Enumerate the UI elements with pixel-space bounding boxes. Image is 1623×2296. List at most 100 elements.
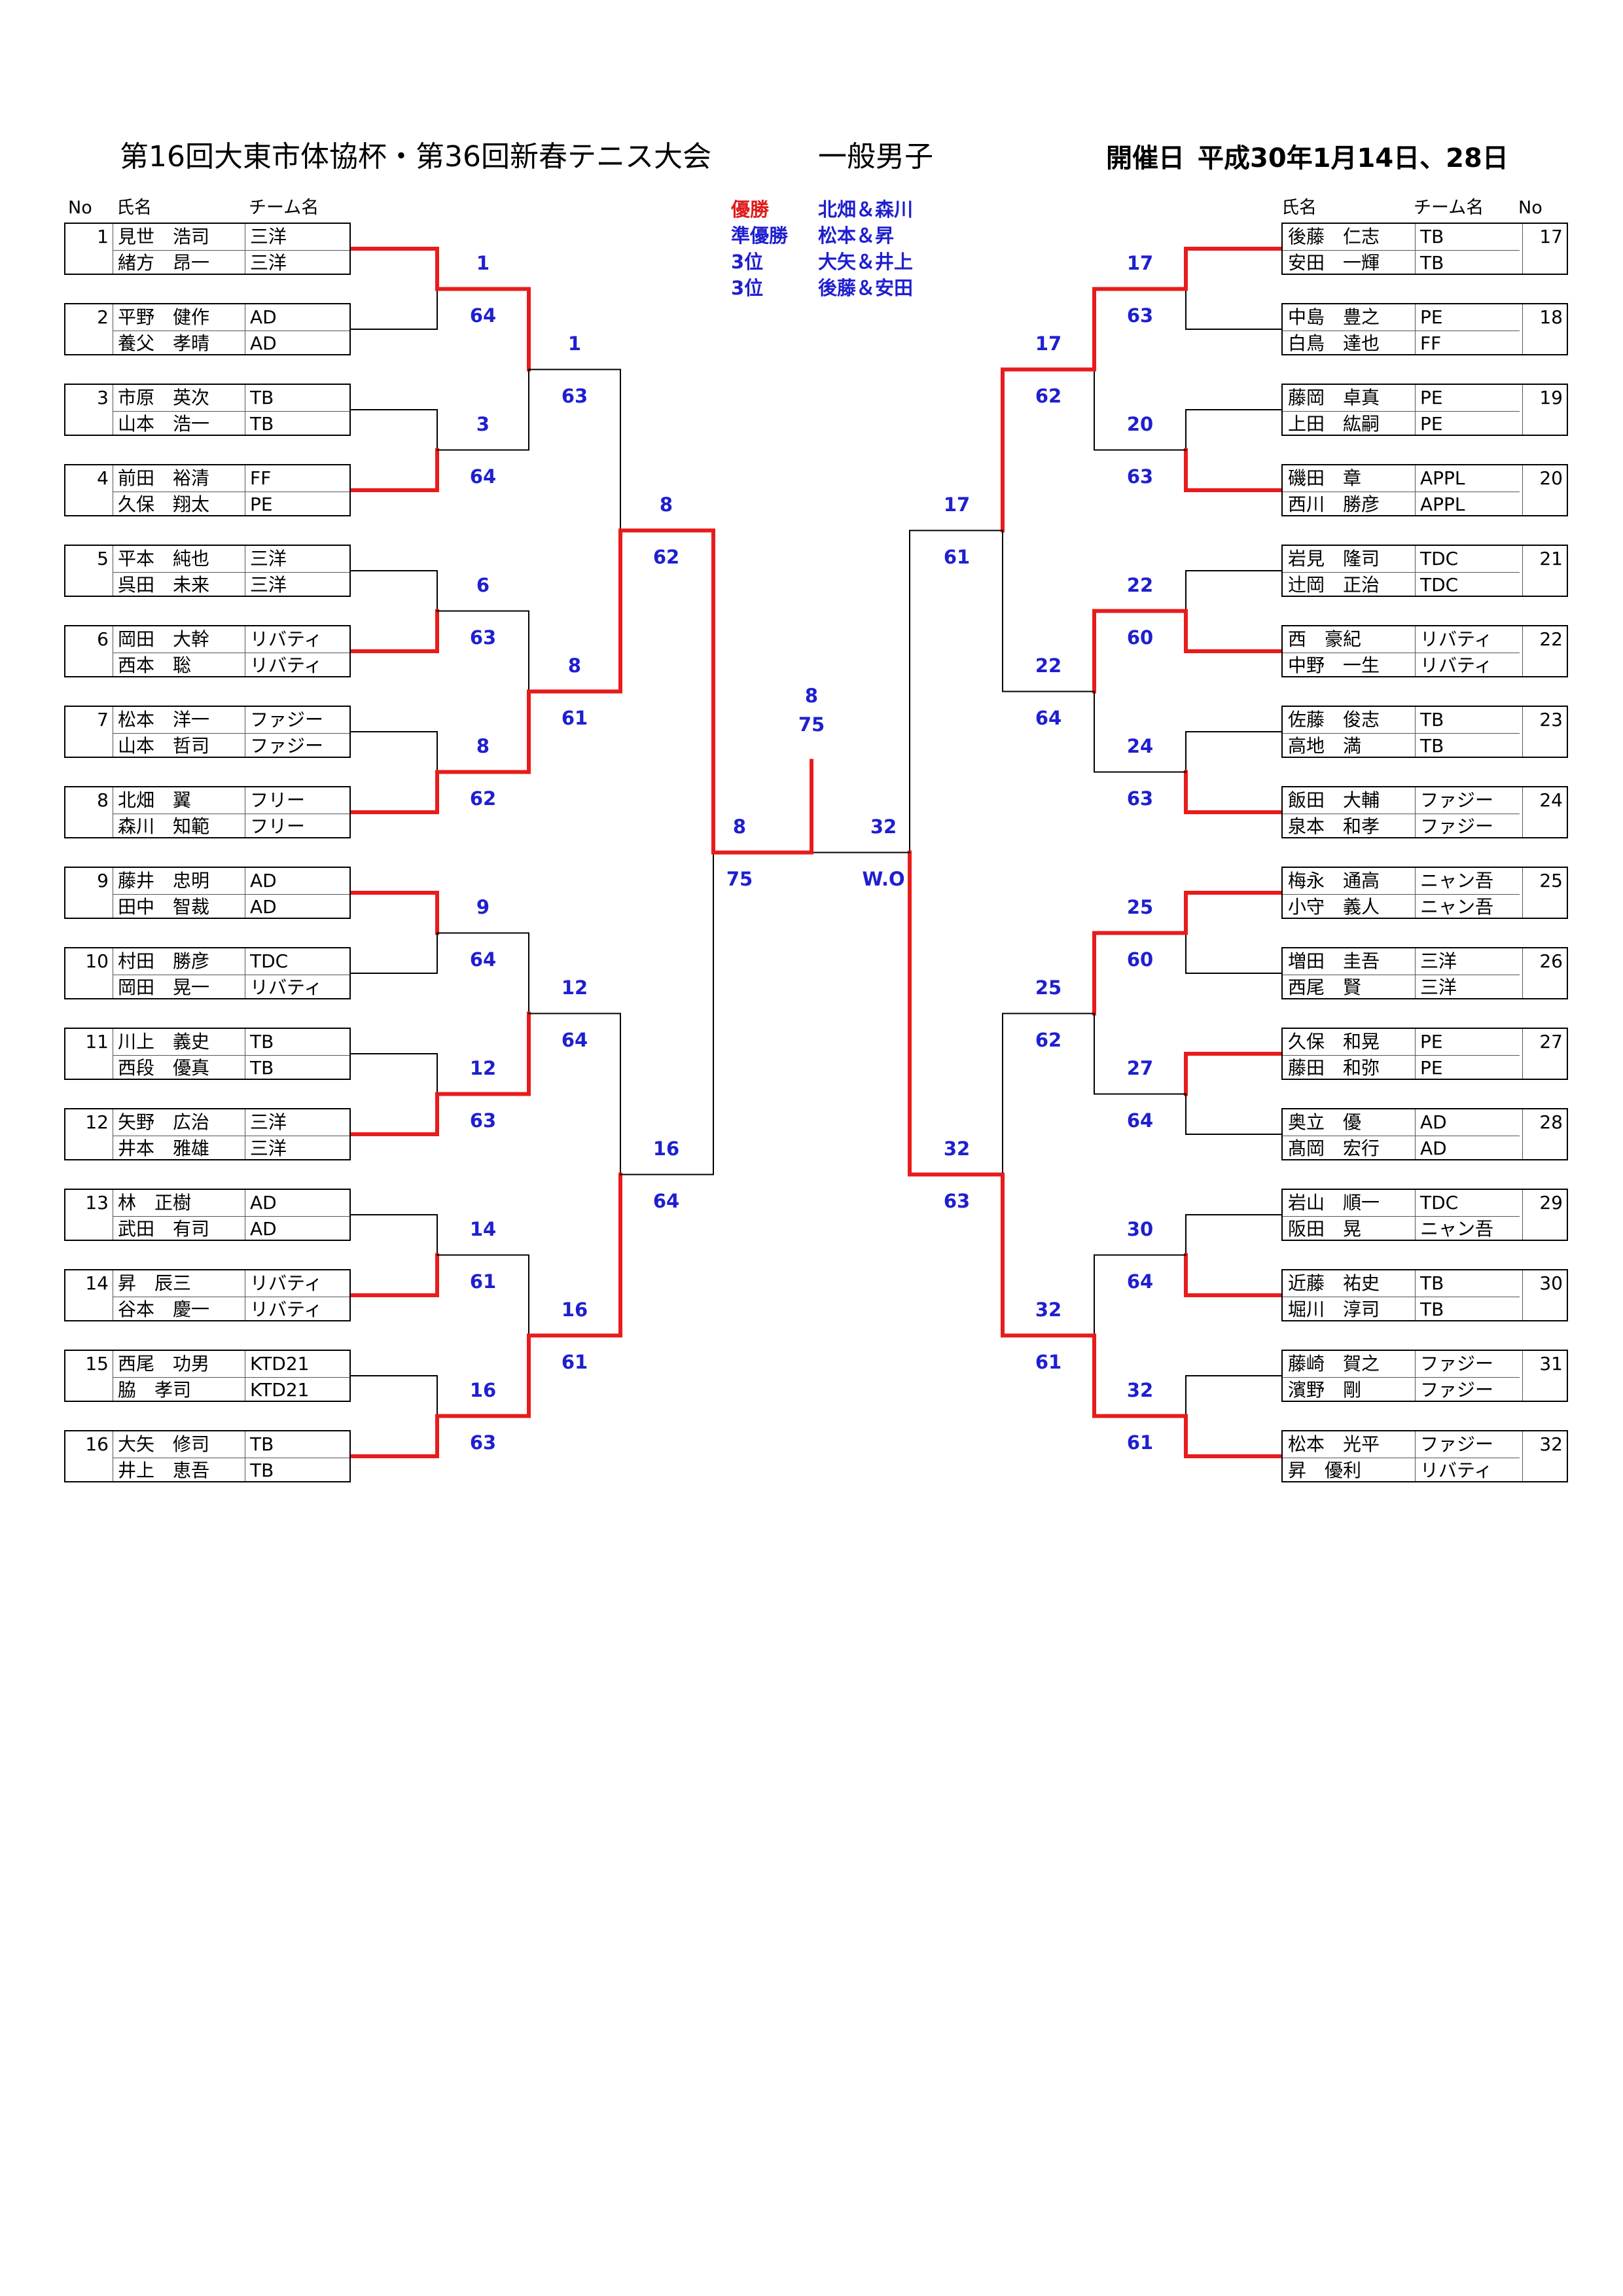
column-divider (1415, 1270, 1416, 1320)
entry-no: 14 (85, 1272, 109, 1294)
match-winner-label: 14 (469, 1217, 497, 1240)
player-team: AD (250, 870, 277, 891)
match-score-label: 62 (1035, 384, 1062, 407)
player-team: ファジー (1420, 1353, 1494, 1374)
player-name: 濱野 剛 (1288, 1379, 1362, 1401)
match-winner-label: 25 (1035, 976, 1062, 999)
match-winner-label: 17 (1126, 251, 1154, 274)
match-winner-label: 17 (943, 493, 971, 516)
player-team: FF (250, 467, 272, 489)
player-name: 井本 雅雄 (118, 1138, 210, 1159)
entry-no: 10 (85, 950, 109, 972)
column-divider (1522, 1351, 1523, 1401)
player-name: 西川 勝彦 (1288, 493, 1380, 515)
player-name: 脇 孝司 (118, 1379, 192, 1401)
player-team: TB (250, 1433, 274, 1455)
column-divider (1522, 868, 1523, 918)
player-team: 三洋 (1420, 950, 1457, 972)
match-score-label: 60 (1126, 626, 1154, 649)
player-name: 佐藤 俊志 (1288, 709, 1380, 730)
player-team: TDC (1420, 1192, 1459, 1213)
player-name: 小守 義人 (1288, 896, 1380, 918)
player-name: 平本 純也 (118, 548, 210, 569)
match-score-label: 61 (1035, 1350, 1062, 1373)
player-team: APPL (1420, 467, 1465, 489)
player-name: 昇 辰三 (118, 1272, 192, 1294)
player-name: 昇 優利 (1288, 1460, 1362, 1481)
entry-no: 30 (1539, 1272, 1563, 1294)
player-team: ファジー (1420, 816, 1494, 837)
column-divider (1522, 948, 1523, 998)
player-name: 見世 浩司 (118, 226, 210, 247)
match-score-label: 64 (1035, 706, 1062, 729)
row-divider (113, 250, 349, 251)
col-header-name: 氏名 (116, 198, 152, 218)
column-divider (1522, 465, 1523, 515)
entry-no: 11 (85, 1031, 109, 1052)
player-team: TB (1420, 1272, 1444, 1294)
row-divider (1283, 1055, 1520, 1056)
match-winner-label: 8 (567, 654, 582, 677)
match-winner-label: 8 (659, 493, 673, 516)
column-divider (1415, 1190, 1416, 1240)
row-divider (1283, 250, 1520, 251)
column-divider (1522, 787, 1523, 837)
player-name: 藤崎 賀之 (1288, 1353, 1380, 1374)
result-label: 3位 (731, 277, 764, 299)
entry-no: 6 (97, 628, 109, 650)
column-divider (1415, 626, 1416, 676)
entry-no: 26 (1539, 950, 1563, 972)
entry-no: 5 (97, 548, 109, 569)
player-team: リバティ (1420, 628, 1493, 650)
row-divider (113, 733, 349, 734)
column-divider (1522, 1109, 1523, 1159)
match-winner-label: 8 (476, 734, 490, 757)
col-header-name-right: 氏名 (1281, 198, 1317, 218)
col-header-team: チーム名 (249, 198, 319, 218)
entry-no: 22 (1539, 628, 1563, 650)
player-team: フリー (250, 816, 306, 837)
semifinal-winner-label: 8 (732, 815, 747, 838)
column-divider (1522, 1029, 1523, 1079)
entry-no: 16 (85, 1433, 109, 1455)
player-team: ファジー (250, 735, 324, 757)
player-name: 後藤 仁志 (1288, 226, 1380, 247)
player-team: ファジー (1420, 789, 1494, 811)
player-team: TDC (250, 950, 289, 972)
player-name: 増田 圭吾 (1288, 950, 1380, 972)
match-score-label: 63 (469, 1431, 497, 1454)
player-team: TB (1420, 226, 1444, 247)
player-name: 中野 一生 (1288, 655, 1380, 676)
match-winner-label: 16 (469, 1378, 497, 1401)
match-score-label: 61 (1126, 1431, 1154, 1454)
match-score-label: 62 (652, 545, 680, 568)
player-name: 森川 知範 (118, 816, 210, 837)
player-name: 大矢 修司 (118, 1433, 210, 1455)
player-team: 三洋 (1420, 977, 1457, 998)
player-name: 白鳥 達也 (1288, 332, 1380, 354)
player-name: 辻岡 正治 (1288, 574, 1380, 596)
player-team: AD (1420, 1111, 1447, 1133)
row-divider (113, 1377, 349, 1378)
player-team: 三洋 (250, 1111, 287, 1133)
match-score-label: 62 (469, 787, 497, 810)
player-name: 飯田 大輔 (1288, 789, 1380, 811)
row-divider (1283, 411, 1520, 412)
match-score-label: 62 (1035, 1028, 1062, 1051)
column-divider (1522, 1190, 1523, 1240)
column-divider (1522, 626, 1523, 676)
entry-no: 31 (1539, 1353, 1563, 1374)
player-team: AD (1420, 1138, 1447, 1159)
page-title: 第16回大東市体協杯・第36回新春テニス大会 (120, 140, 711, 173)
column-divider (1415, 224, 1416, 274)
